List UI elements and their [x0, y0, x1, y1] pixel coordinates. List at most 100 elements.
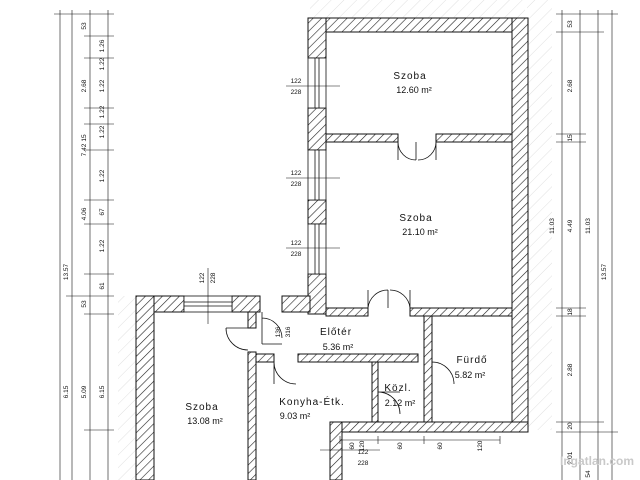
dim-label: 13.57 — [601, 263, 608, 280]
door-furdo — [431, 361, 455, 385]
dim-label: 2.68 — [567, 79, 574, 92]
left-dimensions — [54, 10, 114, 480]
door-lower-szoba — [225, 327, 249, 351]
room-name: Fürdő — [456, 355, 487, 366]
wall-interior-3 — [325, 307, 369, 317]
dim-label: 54 — [585, 470, 592, 478]
wall-left-upper-1 — [307, 17, 327, 59]
bottom-dimensions — [339, 436, 501, 444]
wall-interior-8 — [297, 353, 419, 363]
wall-left-upper-2 — [307, 107, 327, 151]
dim-label: 5.09 — [81, 385, 88, 398]
dim-label: 4.06 — [81, 207, 88, 220]
room-area: 12.60 m² — [396, 85, 432, 95]
room-area: 21.10 m² — [402, 227, 438, 237]
dim-label: 15 — [567, 134, 574, 142]
room-name: Szoba — [399, 213, 432, 224]
dim-label: 120 — [359, 440, 366, 451]
door-label-b: 316 — [285, 326, 292, 337]
dim-label: 67 — [99, 208, 106, 216]
window-width-label: 122 — [199, 272, 206, 283]
window-width-label: 122 — [291, 170, 302, 177]
wall-left-upper-3 — [307, 199, 327, 225]
room-labels: Szoba 12.60 m² Szoba 21.10 m² Előtér 5.3… — [185, 71, 487, 426]
dim-label: 15 — [81, 134, 88, 142]
dim-label: 53 — [567, 20, 574, 28]
window-height-label: 228 — [291, 251, 302, 258]
wall-interior-5 — [247, 351, 257, 480]
door-double-middle — [367, 289, 411, 309]
wall-interior-9 — [371, 361, 379, 431]
room-name: Közl. — [384, 383, 411, 394]
dim-label: 11.03 — [549, 218, 556, 234]
window-left-1 — [307, 57, 327, 109]
window-height-label: 228 — [291, 89, 302, 96]
dim-label: 1.22 — [99, 79, 106, 92]
room-name: Előtér — [320, 327, 352, 338]
exterior-hatch-right — [527, 0, 552, 430]
dim-label: 7.42 — [81, 143, 88, 156]
dim-label: 18 — [567, 308, 574, 316]
dim-label: 20 — [567, 422, 574, 430]
wall-left-upper-4 — [307, 273, 327, 315]
room-area: 13.08 m² — [187, 416, 223, 426]
dim-label: 1.22 — [99, 239, 106, 252]
wall-interior-1 — [325, 133, 399, 143]
dim-label: 53 — [81, 22, 88, 30]
wall-interior-7 — [255, 353, 275, 363]
dim-label: 1.22 — [99, 169, 106, 182]
window-height-label: 228 — [291, 181, 302, 188]
wall-bottom-step — [329, 421, 343, 480]
room-area: 5.36 m² — [323, 342, 354, 352]
room-name: Konyha-Étk. — [279, 395, 344, 408]
dim-label: 1.22 — [99, 105, 106, 118]
door-konyha — [273, 361, 297, 385]
dim-label: 60 — [437, 442, 444, 450]
wall-interior-2 — [435, 133, 513, 143]
right-dimensions — [556, 10, 618, 480]
left-ticks — [54, 13, 114, 431]
room-area: 5.82 m² — [455, 370, 486, 380]
wall-top — [307, 17, 529, 33]
dim-label: 2.01 — [567, 451, 574, 464]
room-area: 2.12 m² — [385, 398, 416, 408]
wall-lower-top-2 — [231, 295, 261, 313]
left-dimension-labels: 13.57 7.42 6.15 2.68 4.06 5.09 53 1.26 1… — [63, 22, 106, 398]
dim-label: 1.22 — [99, 57, 106, 70]
room-area: 9.03 m² — [280, 411, 311, 421]
window-width-label: 122 — [291, 240, 302, 247]
right-ticks — [556, 13, 618, 433]
door-label-a: 136 — [275, 326, 282, 337]
exterior-hatch-top — [310, 0, 525, 18]
wall-bottom — [339, 421, 529, 433]
window-height-label: 228 — [358, 460, 369, 467]
wall-left-lower — [135, 295, 155, 480]
window-height-label: 228 — [210, 272, 217, 283]
wall-right-upper — [511, 17, 529, 431]
wall-interior-10 — [423, 315, 433, 431]
dim-label: 53 — [81, 300, 88, 308]
dim-label: 2.68 — [81, 79, 88, 92]
dim-label: 61 — [99, 282, 106, 290]
doors — [225, 141, 455, 415]
dim-label: 1.26 — [99, 39, 106, 52]
room-name: Szoba — [393, 71, 426, 82]
window-left-3 — [307, 223, 327, 275]
dim-label: 13.57 — [63, 263, 70, 280]
dim-label: 60 — [397, 442, 404, 450]
window-labels: 122 228 122 228 122 228 122 228 122 228 … — [199, 78, 380, 467]
exterior-hatch-left — [118, 296, 138, 480]
walls — [135, 17, 529, 480]
bottom-dimension-labels: 60 120 60 60 120 — [349, 440, 484, 451]
wall-interior-4 — [409, 307, 513, 317]
window-width-label: 122 — [291, 78, 302, 85]
door-double-upper — [397, 141, 437, 161]
right-dimension-labels: 53 2.68 15 4.49 18 2.88 20 2.01 54 11.03… — [549, 20, 608, 478]
dim-label: 60 — [349, 442, 356, 450]
dim-label: 120 — [477, 440, 484, 451]
wall-lower-top-3 — [281, 295, 311, 313]
window-left-2 — [307, 149, 327, 201]
room-name: Szoba — [185, 402, 218, 413]
window-width-label: 122 — [358, 449, 369, 456]
